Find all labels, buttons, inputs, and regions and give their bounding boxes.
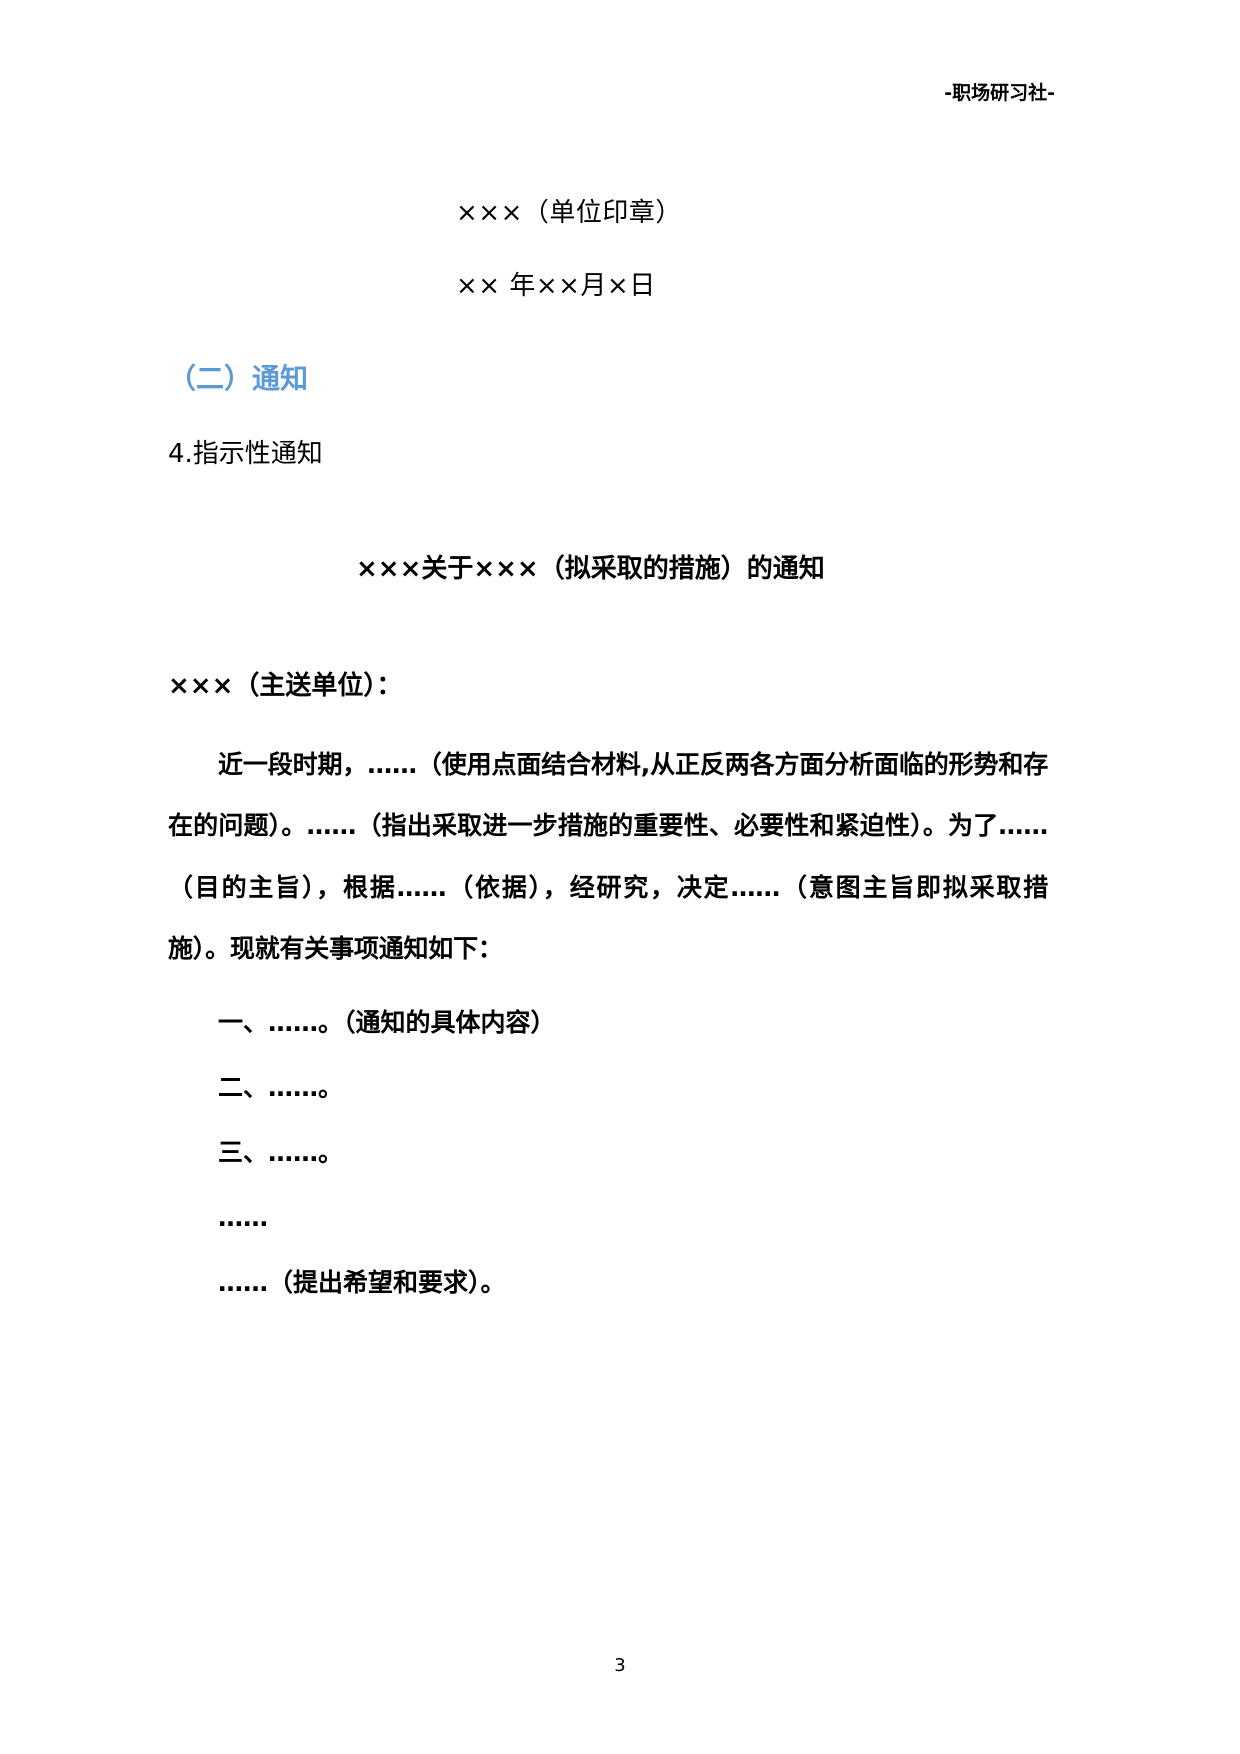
section-heading-notice: （二）通知 bbox=[168, 362, 309, 395]
signature-unit-line: ×××（单位印章） bbox=[456, 198, 682, 228]
page-number: 3 bbox=[614, 1655, 626, 1676]
list-item: …… bbox=[218, 1203, 268, 1232]
list-item: 一、……。（通知的具体内容） bbox=[218, 1008, 556, 1037]
body-paragraph: 近一段时期，……（使用点面结合材料,从正反两各方面分析面临的形势和存在的问题）。… bbox=[168, 750, 1048, 963]
sub-heading-directive-notice: 4.指示性通知 bbox=[168, 439, 323, 469]
addressee-line: ×××（主送单位）： bbox=[168, 671, 403, 701]
list-item: 三、……。 bbox=[218, 1138, 344, 1167]
list-item: ……（提出希望和要求）。 bbox=[218, 1268, 506, 1297]
list-item: 二、……。 bbox=[218, 1073, 344, 1102]
document-body: ×××（单位印章） ×× 年××月×日 （二）通知 4.指示性通知 ×××关于×… bbox=[168, 180, 1068, 1300]
document-title: ×××关于×××（拟采取的措施）的通知 bbox=[356, 554, 825, 584]
signature-date-line: ×× 年××月×日 bbox=[456, 271, 656, 301]
page-header-watermark: -职场研习社- bbox=[944, 82, 1055, 104]
